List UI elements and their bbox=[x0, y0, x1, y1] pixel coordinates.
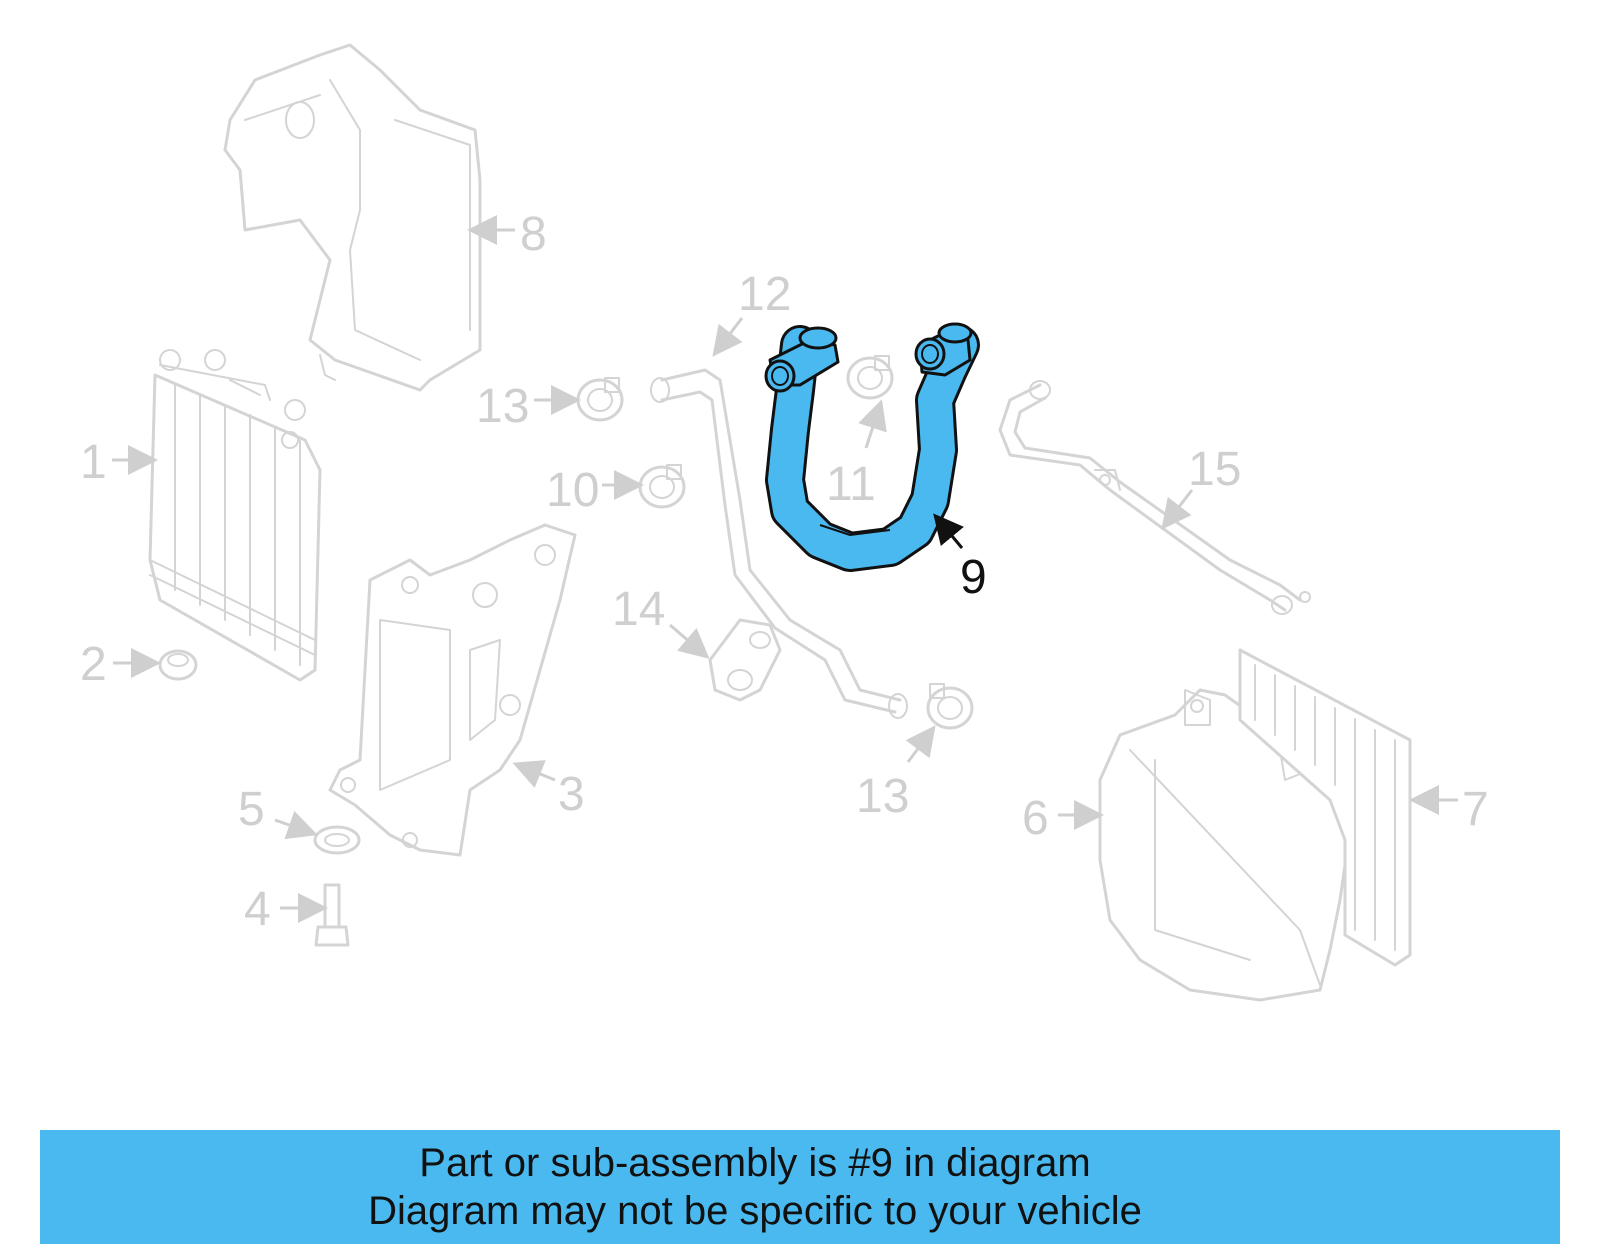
svg-text:8: 8 bbox=[520, 208, 547, 261]
svg-text:7: 7 bbox=[1462, 783, 1489, 836]
svg-text:4: 4 bbox=[244, 883, 271, 936]
part-11-clamp bbox=[846, 355, 894, 400]
banner-line-2: Diagram may not be specific to your vehi… bbox=[368, 1189, 1142, 1233]
part-15-pipe-bracket bbox=[998, 380, 1311, 615]
callout-8: 8 bbox=[467, 208, 547, 261]
svg-text:3: 3 bbox=[558, 768, 585, 821]
part-2-grommet bbox=[158, 649, 198, 681]
svg-text:13: 13 bbox=[856, 770, 909, 823]
part-8-air-duct bbox=[223, 43, 482, 392]
callout-15: 15 bbox=[1161, 443, 1241, 530]
svg-text:2: 2 bbox=[80, 638, 107, 691]
svg-text:15: 15 bbox=[1188, 443, 1241, 496]
part-10-clamp bbox=[638, 464, 686, 509]
callout-14: 14 bbox=[612, 583, 710, 659]
part-3-bracket bbox=[328, 523, 577, 857]
svg-text:11: 11 bbox=[826, 458, 876, 511]
banner-line-1: Part or sub-assembly is #9 in diagram bbox=[419, 1141, 1091, 1185]
svg-text:12: 12 bbox=[738, 268, 791, 321]
part-13-clamp-upper bbox=[576, 377, 624, 422]
callout-9-highlighted: 9 bbox=[933, 513, 987, 604]
callout-5: 5 bbox=[238, 783, 318, 840]
part-12-coolant-pipe bbox=[650, 368, 908, 719]
svg-text:10: 10 bbox=[546, 464, 599, 517]
callout-11: 11 bbox=[826, 399, 887, 511]
part-9-hose-highlighted bbox=[764, 322, 980, 572]
callout-7: 7 bbox=[1409, 783, 1489, 836]
part-5-washer bbox=[313, 825, 361, 855]
svg-text:14: 14 bbox=[612, 583, 665, 636]
svg-text:1: 1 bbox=[80, 436, 107, 489]
part-4-bolt bbox=[314, 883, 350, 947]
callout-10: 10 bbox=[546, 464, 644, 517]
svg-text:5: 5 bbox=[238, 783, 265, 836]
part-6-housing bbox=[1098, 688, 1352, 1002]
callout-13-upper: 13 bbox=[476, 380, 581, 433]
callout-4: 4 bbox=[244, 883, 328, 936]
callout-3: 3 bbox=[512, 760, 585, 821]
callout-12: 12 bbox=[712, 268, 791, 357]
part-1-radiator bbox=[148, 349, 322, 682]
callout-2: 2 bbox=[80, 638, 161, 691]
callout-13-lower: 13 bbox=[856, 725, 936, 823]
callout-6: 6 bbox=[1022, 792, 1104, 845]
part-13-clamp-lower bbox=[926, 683, 974, 730]
part-14-clamp bbox=[708, 618, 782, 702]
svg-text:6: 6 bbox=[1022, 792, 1049, 845]
svg-text:13: 13 bbox=[476, 380, 529, 433]
callout-1: 1 bbox=[80, 436, 158, 489]
svg-text:9: 9 bbox=[960, 551, 987, 604]
info-banner: Part or sub-assembly is #9 in diagram Di… bbox=[40, 1130, 1560, 1244]
